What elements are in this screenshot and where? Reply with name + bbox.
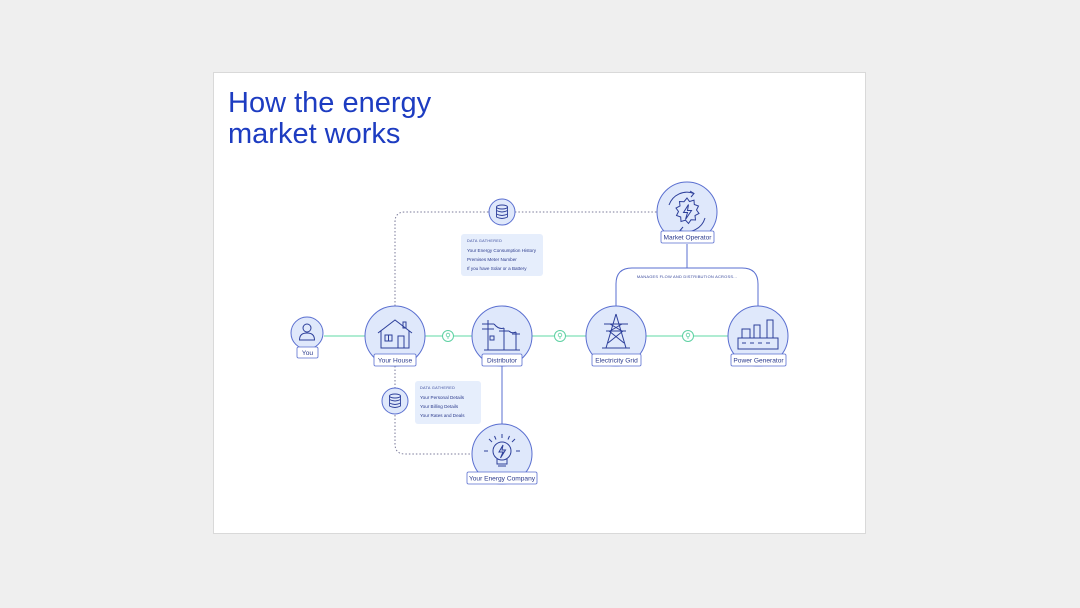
database-icon — [381, 387, 409, 415]
person-icon — [298, 323, 316, 341]
house-to-operator-data-line — [394, 211, 659, 306]
node-grid: Electricity Grid — [585, 305, 647, 367]
node-company: Your Energy Company — [466, 423, 538, 485]
management-lines — [501, 244, 759, 424]
distributor-data-box: DATA GATHERED Your Energy Consumption Hi… — [461, 234, 543, 276]
operator-to-grid-line — [615, 244, 688, 306]
info-box-heading: DATA GATHERED — [467, 239, 502, 243]
house-icon — [377, 319, 413, 349]
node-generator: Power Generator — [727, 305, 789, 367]
node-distributor: Distributor — [471, 305, 533, 367]
diagram-card — [213, 72, 866, 534]
factory-icon — [737, 319, 779, 350]
node-label-you: You — [302, 350, 313, 357]
house-to-company-data-line — [394, 366, 472, 455]
bulb-connector-icon — [442, 330, 454, 342]
flow-caption: MANAGES FLOW AND DISTRIBUTION ACROSS... — [637, 274, 737, 279]
node-label-house: Your House — [378, 358, 413, 365]
node-label-operator: Market Operator — [663, 235, 712, 242]
info-box-item: Your Rates and Deals — [420, 413, 465, 418]
data-connection-lines — [394, 211, 659, 455]
database-icon — [488, 198, 516, 226]
node-label-distributor: Distributor — [487, 358, 518, 365]
info-box-heading: DATA GATHERED — [420, 386, 455, 390]
power-pole-icon — [482, 320, 520, 351]
operator-to-generator-line — [687, 267, 759, 306]
node-label-grid: Electricity Grid — [595, 358, 638, 365]
light-bulb-icon — [484, 434, 520, 467]
node-you: You — [290, 316, 324, 359]
node-operator: Market Operator — [656, 181, 718, 244]
node-label-generator: Power Generator — [733, 358, 784, 365]
page-title: How the energy market works — [228, 87, 432, 150]
info-box-item: If you have Solar or a Battery — [467, 266, 527, 271]
transmission-tower-icon — [602, 313, 630, 349]
node-house: Your House — [364, 305, 426, 367]
info-box-item: Your Energy Consumption History — [467, 248, 537, 253]
company-data-box: DATA GATHERED Your Personal Details Your… — [415, 381, 481, 424]
bulb-connector-icon — [554, 330, 566, 342]
bulb-connector-icon — [682, 330, 694, 342]
node-label-company: Your Energy Company — [469, 476, 536, 483]
info-box-item: Your Personal Details — [420, 395, 465, 400]
info-box-item: Your Billing Details — [420, 404, 459, 409]
info-box-item: Premises Meter Number — [467, 257, 517, 262]
